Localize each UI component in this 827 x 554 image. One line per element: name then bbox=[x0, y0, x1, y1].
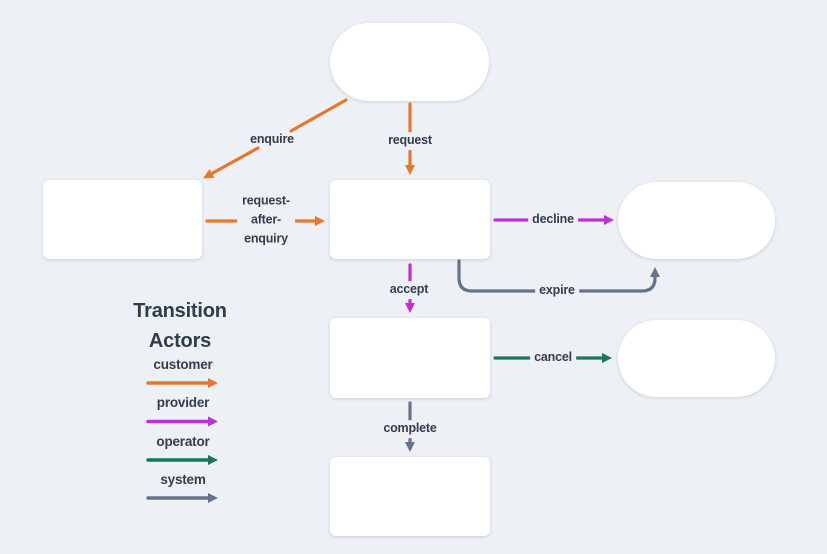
legend-title: Transition Actors bbox=[90, 296, 270, 356]
node-rect-middle bbox=[330, 318, 490, 398]
edge-label-complete: complete bbox=[379, 420, 441, 438]
edge-label-request-after-enquiry: request- after- enquiry bbox=[237, 191, 295, 249]
node-stadium-right-2 bbox=[618, 320, 775, 397]
edge-label-cancel: cancel bbox=[530, 349, 576, 367]
edge-label-line: after- bbox=[250, 212, 282, 227]
edge-label-expire: expire bbox=[535, 282, 579, 300]
edge-enquire-arrow bbox=[203, 146, 260, 179]
node-rect-center bbox=[330, 180, 490, 259]
edge-label-accept: accept bbox=[385, 281, 433, 299]
node-rect-left bbox=[43, 180, 202, 259]
edge-label-line: request- bbox=[242, 193, 290, 208]
node-stadium-right-1 bbox=[618, 182, 775, 259]
legend-title-line-1: Transition bbox=[133, 300, 227, 322]
legend-item-operator: operator bbox=[156, 434, 210, 449]
legend-item-customer: customer bbox=[153, 357, 213, 372]
legend-title-line-2: Actors bbox=[148, 330, 212, 352]
node-stadium-top bbox=[330, 23, 489, 101]
edge-label-line: enquiry bbox=[244, 231, 288, 246]
edge-label-request: request bbox=[384, 132, 436, 150]
legend-item-provider: provider bbox=[156, 395, 210, 410]
edge-label-enquire: enquire bbox=[250, 132, 294, 147]
edge-enquire-segment bbox=[289, 98, 348, 133]
edge-label-decline: decline bbox=[528, 211, 578, 229]
legend-item-system: system bbox=[160, 472, 206, 487]
node-rect-bottom bbox=[330, 457, 490, 536]
